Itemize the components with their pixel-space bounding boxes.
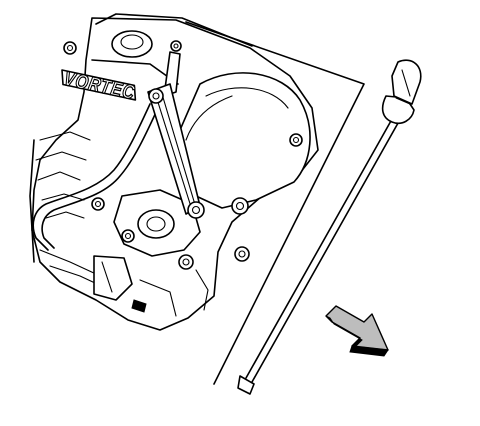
oil-fill-cap <box>111 30 153 58</box>
tube-bracket <box>147 51 205 219</box>
dipstick <box>237 59 422 395</box>
section-frame <box>185 21 365 385</box>
dipstick-icon <box>381 59 422 125</box>
dipstick-tube <box>32 103 159 251</box>
direction-arrow-icon <box>325 305 389 357</box>
